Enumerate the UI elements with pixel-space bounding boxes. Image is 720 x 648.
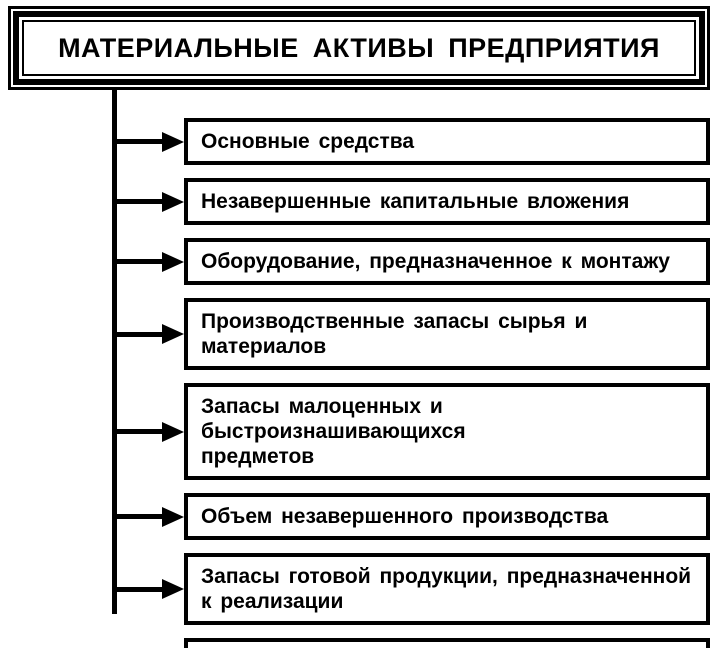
item-label: Производственные запасы сырья и материал… xyxy=(201,310,588,358)
diagram-row-7: Запасы готовой продукции, предназначенно… xyxy=(112,553,710,625)
item-box: Запасы готовой продукции, предназначенно… xyxy=(184,553,710,625)
title-box-inner-frame: МАТЕРИАЛЬНЫЕ АКТИВЫ ПРЕДПРИЯТИЯ xyxy=(22,20,696,76)
title-box-mid-frame: МАТЕРИАЛЬНЫЕ АКТИВЫ ПРЕДПРИЯТИЯ xyxy=(13,11,705,85)
arrow-line xyxy=(112,429,167,434)
item-box: Запасы малоценных и быстроизнашивающихся… xyxy=(184,383,710,480)
item-label: Запасы малоценных и быстроизнашивающихся… xyxy=(201,395,466,468)
item-box: Производственные запасы сырья и материал… xyxy=(184,298,710,370)
diagram-row-2: Незавершенные капитальные вложения xyxy=(112,178,710,225)
diagram-title: МАТЕРИАЛЬНЫЕ АКТИВЫ ПРЕДПРИЯТИЯ xyxy=(58,32,660,63)
diagram-row-6: Объем незавершенного производства xyxy=(112,493,710,540)
item-label: Объем незавершенного производства xyxy=(201,505,609,528)
arrow-head-icon xyxy=(162,324,184,344)
items-column: Основные средства Незавершенные капиталь… xyxy=(112,118,710,648)
item-label: Запасы готовой продукции, предназначенно… xyxy=(201,565,692,613)
item-box: Объем незавершенного производства xyxy=(184,493,710,540)
arrow-line xyxy=(112,139,167,144)
item-label: Оборудование, предназначенное к монтажу xyxy=(201,250,670,273)
arrow-head-icon xyxy=(162,579,184,599)
arrow-head-icon xyxy=(162,506,184,527)
item-box: Основные средства xyxy=(184,118,710,165)
diagram-row-1: Основные средства xyxy=(112,118,710,165)
diagram-row-3: Оборудование, предназначенное к монтажу xyxy=(112,238,710,285)
connector-trunk-line xyxy=(112,88,117,614)
item-label: Основные средства xyxy=(201,130,415,153)
arrow-head-icon xyxy=(162,131,184,152)
item-box: Незавершенные капитальные вложения xyxy=(184,178,710,225)
arrow-line xyxy=(112,514,167,519)
arrow-head-icon xyxy=(162,421,184,442)
arrow-line xyxy=(112,331,167,337)
arrow-line xyxy=(112,259,167,264)
arrow-head-icon xyxy=(162,251,184,272)
diagram-row-8: Прочие виды материальных активов xyxy=(184,638,710,648)
item-box: Оборудование, предназначенное к монтажу xyxy=(184,238,710,285)
title-box: МАТЕРИАЛЬНЫЕ АКТИВЫ ПРЕДПРИЯТИЯ xyxy=(8,6,710,90)
arrow-line xyxy=(112,586,167,592)
diagram-row-5: Запасы малоценных и быстроизнашивающихся… xyxy=(112,383,710,480)
diagram-row-4: Производственные запасы сырья и материал… xyxy=(112,298,710,370)
item-label: Незавершенные капитальные вложения xyxy=(201,190,630,213)
item-box: Прочие виды материальных активов xyxy=(184,638,710,648)
arrow-line xyxy=(112,199,167,204)
arrow-head-icon xyxy=(162,191,184,212)
